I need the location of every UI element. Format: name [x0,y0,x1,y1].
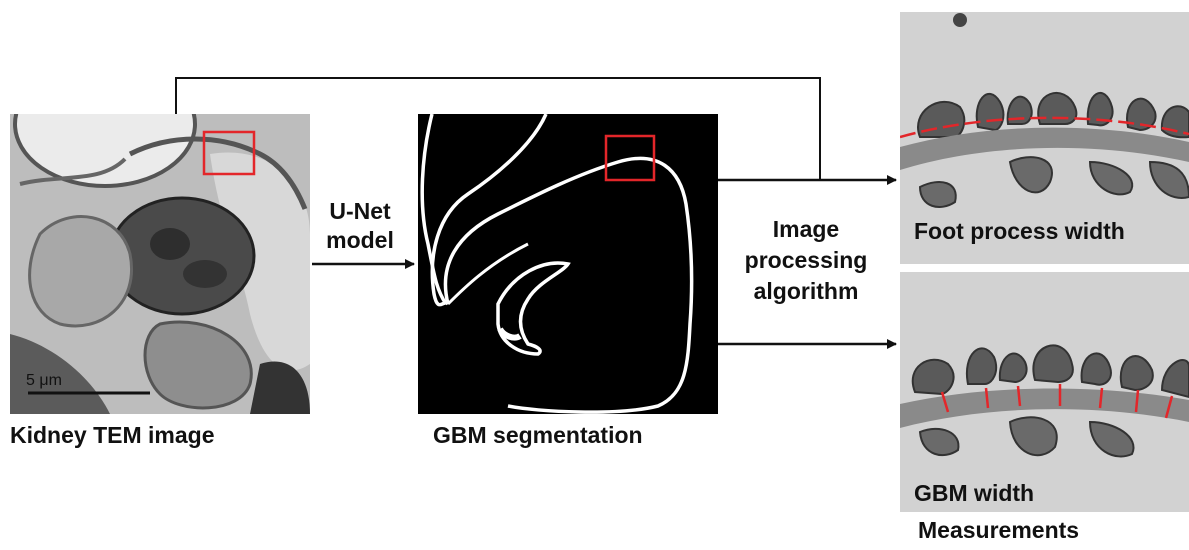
gbm-width-panel: GBM width [900,272,1189,512]
segmentation-highlight-box [604,134,656,182]
segmentation-caption: GBM segmentation [433,422,643,448]
tem-micrograph [10,114,310,414]
unet-label-line2: model [326,227,394,253]
segmentation-mask [418,114,718,414]
foot-process-caption: Foot process width [914,218,1125,244]
tem-highlight-box [202,130,256,176]
algorithm-label-line1: Image [772,216,840,242]
algorithm-label-line2: processing [744,247,868,273]
gbm-width-caption: GBM width [914,480,1035,506]
foot-process-micrograph [900,12,1189,264]
algorithm-label-line3: algorithm [753,278,859,304]
unet-model-label: U-Net model [319,197,401,255]
scale-bar-label: 5 μm [26,372,62,389]
kidney-tem-image: 5 μm [10,114,310,414]
gbm-width-micrograph [900,272,1189,512]
foot-process-panel: Foot process width [900,12,1189,264]
gbm-segmentation-image [418,114,718,414]
unet-label-line1: U-Net [329,198,391,224]
tem-image-caption: Kidney TEM image [10,422,215,448]
bypass-connector [175,77,821,180]
algorithm-label: Image processing algorithm [738,214,874,307]
measurements-caption: Measurements [918,517,1080,543]
